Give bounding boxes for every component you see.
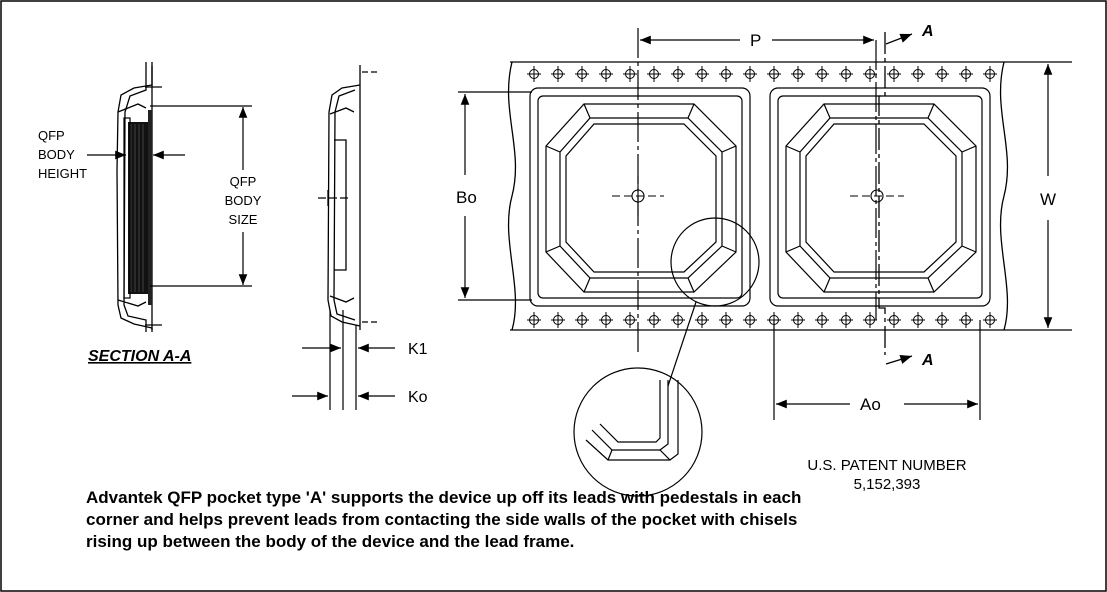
sprocket-hole	[959, 312, 973, 328]
pitch-dimension	[637, 28, 877, 356]
sprocket-hole	[551, 66, 565, 82]
sprocket-hole	[527, 66, 541, 82]
sprocket-hole	[839, 66, 853, 82]
sprocket-hole	[887, 312, 901, 328]
qfp-body-section	[123, 110, 152, 305]
section-marker-top: A	[921, 23, 934, 40]
k1-label: K1	[408, 341, 428, 358]
bo-dimension	[458, 91, 532, 301]
pocket-centers	[612, 176, 904, 216]
sprocket-hole	[575, 66, 589, 82]
sprocket-hole	[887, 66, 901, 82]
sprocket-hole	[911, 312, 925, 328]
sprocket-hole	[671, 66, 685, 82]
sprocket-hole	[935, 312, 949, 328]
sprocket-hole	[959, 66, 973, 82]
carrier-tape-top-view	[507, 61, 1072, 331]
ao-dimension	[773, 320, 981, 420]
w-label: W	[1040, 190, 1056, 209]
qfp-height-label-2: BODY	[38, 147, 75, 162]
tape-side-profile	[318, 65, 378, 330]
qfp-size-dimension	[150, 105, 252, 287]
sprocket-hole	[695, 312, 709, 328]
sprocket-hole	[575, 312, 589, 328]
sprocket-hole	[791, 312, 805, 328]
sprocket-hole	[599, 66, 613, 82]
caption-line-1: Advantek QFP pocket type 'A' supports th…	[86, 488, 802, 507]
k-dimensions	[292, 310, 395, 410]
detail-magnifier	[573, 217, 760, 497]
sprocket-holes	[527, 66, 997, 328]
caption-line-2: corner and helps prevent leads from cont…	[86, 510, 798, 529]
qfp-height-label-3: HEIGHT	[38, 166, 87, 181]
sprocket-hole	[527, 312, 541, 328]
sprocket-hole	[599, 312, 613, 328]
patent-line-2: 5,152,393	[854, 476, 921, 493]
sprocket-hole	[863, 312, 877, 328]
sprocket-hole	[791, 66, 805, 82]
pocket-left	[529, 87, 751, 307]
section-marker-bottom: A	[921, 352, 934, 369]
ao-label: Ao	[860, 395, 881, 414]
sprocket-hole	[647, 312, 661, 328]
sprocket-hole	[719, 312, 733, 328]
sprocket-hole	[743, 66, 757, 82]
sprocket-hole	[815, 66, 829, 82]
sprocket-hole	[935, 66, 949, 82]
sprocket-hole	[983, 66, 997, 82]
bo-label: Bo	[456, 188, 477, 207]
qfp-size-label-2: BODY	[225, 193, 262, 208]
sprocket-hole	[839, 312, 853, 328]
pocket-right	[769, 87, 991, 307]
section-title: SECTION A-A	[88, 348, 191, 365]
sprocket-hole	[743, 312, 757, 328]
qfp-size-label-1: QFP	[230, 174, 257, 189]
sprocket-hole	[719, 66, 733, 82]
sprocket-hole	[983, 312, 997, 328]
qfp-size-label-3: SIZE	[229, 212, 258, 227]
sprocket-hole	[695, 66, 709, 82]
caption-line-3: rising up between the body of the device…	[86, 532, 575, 551]
sprocket-hole	[815, 312, 829, 328]
sprocket-hole	[911, 66, 925, 82]
ko-label: Ko	[408, 389, 428, 406]
sprocket-hole	[671, 312, 685, 328]
qfp-height-label-1: QFP	[38, 128, 65, 143]
sprocket-hole	[623, 66, 637, 82]
patent-line-1: U.S. PATENT NUMBER	[807, 457, 966, 474]
caption-text: Advantek QFP pocket type 'A' supports th…	[86, 487, 1006, 553]
sprocket-hole	[863, 66, 877, 82]
sprocket-hole	[647, 66, 661, 82]
sprocket-hole	[623, 312, 637, 328]
sprocket-hole	[551, 312, 565, 328]
p-label: P	[750, 31, 761, 50]
sprocket-hole	[767, 66, 781, 82]
section-cut-line	[878, 32, 913, 365]
